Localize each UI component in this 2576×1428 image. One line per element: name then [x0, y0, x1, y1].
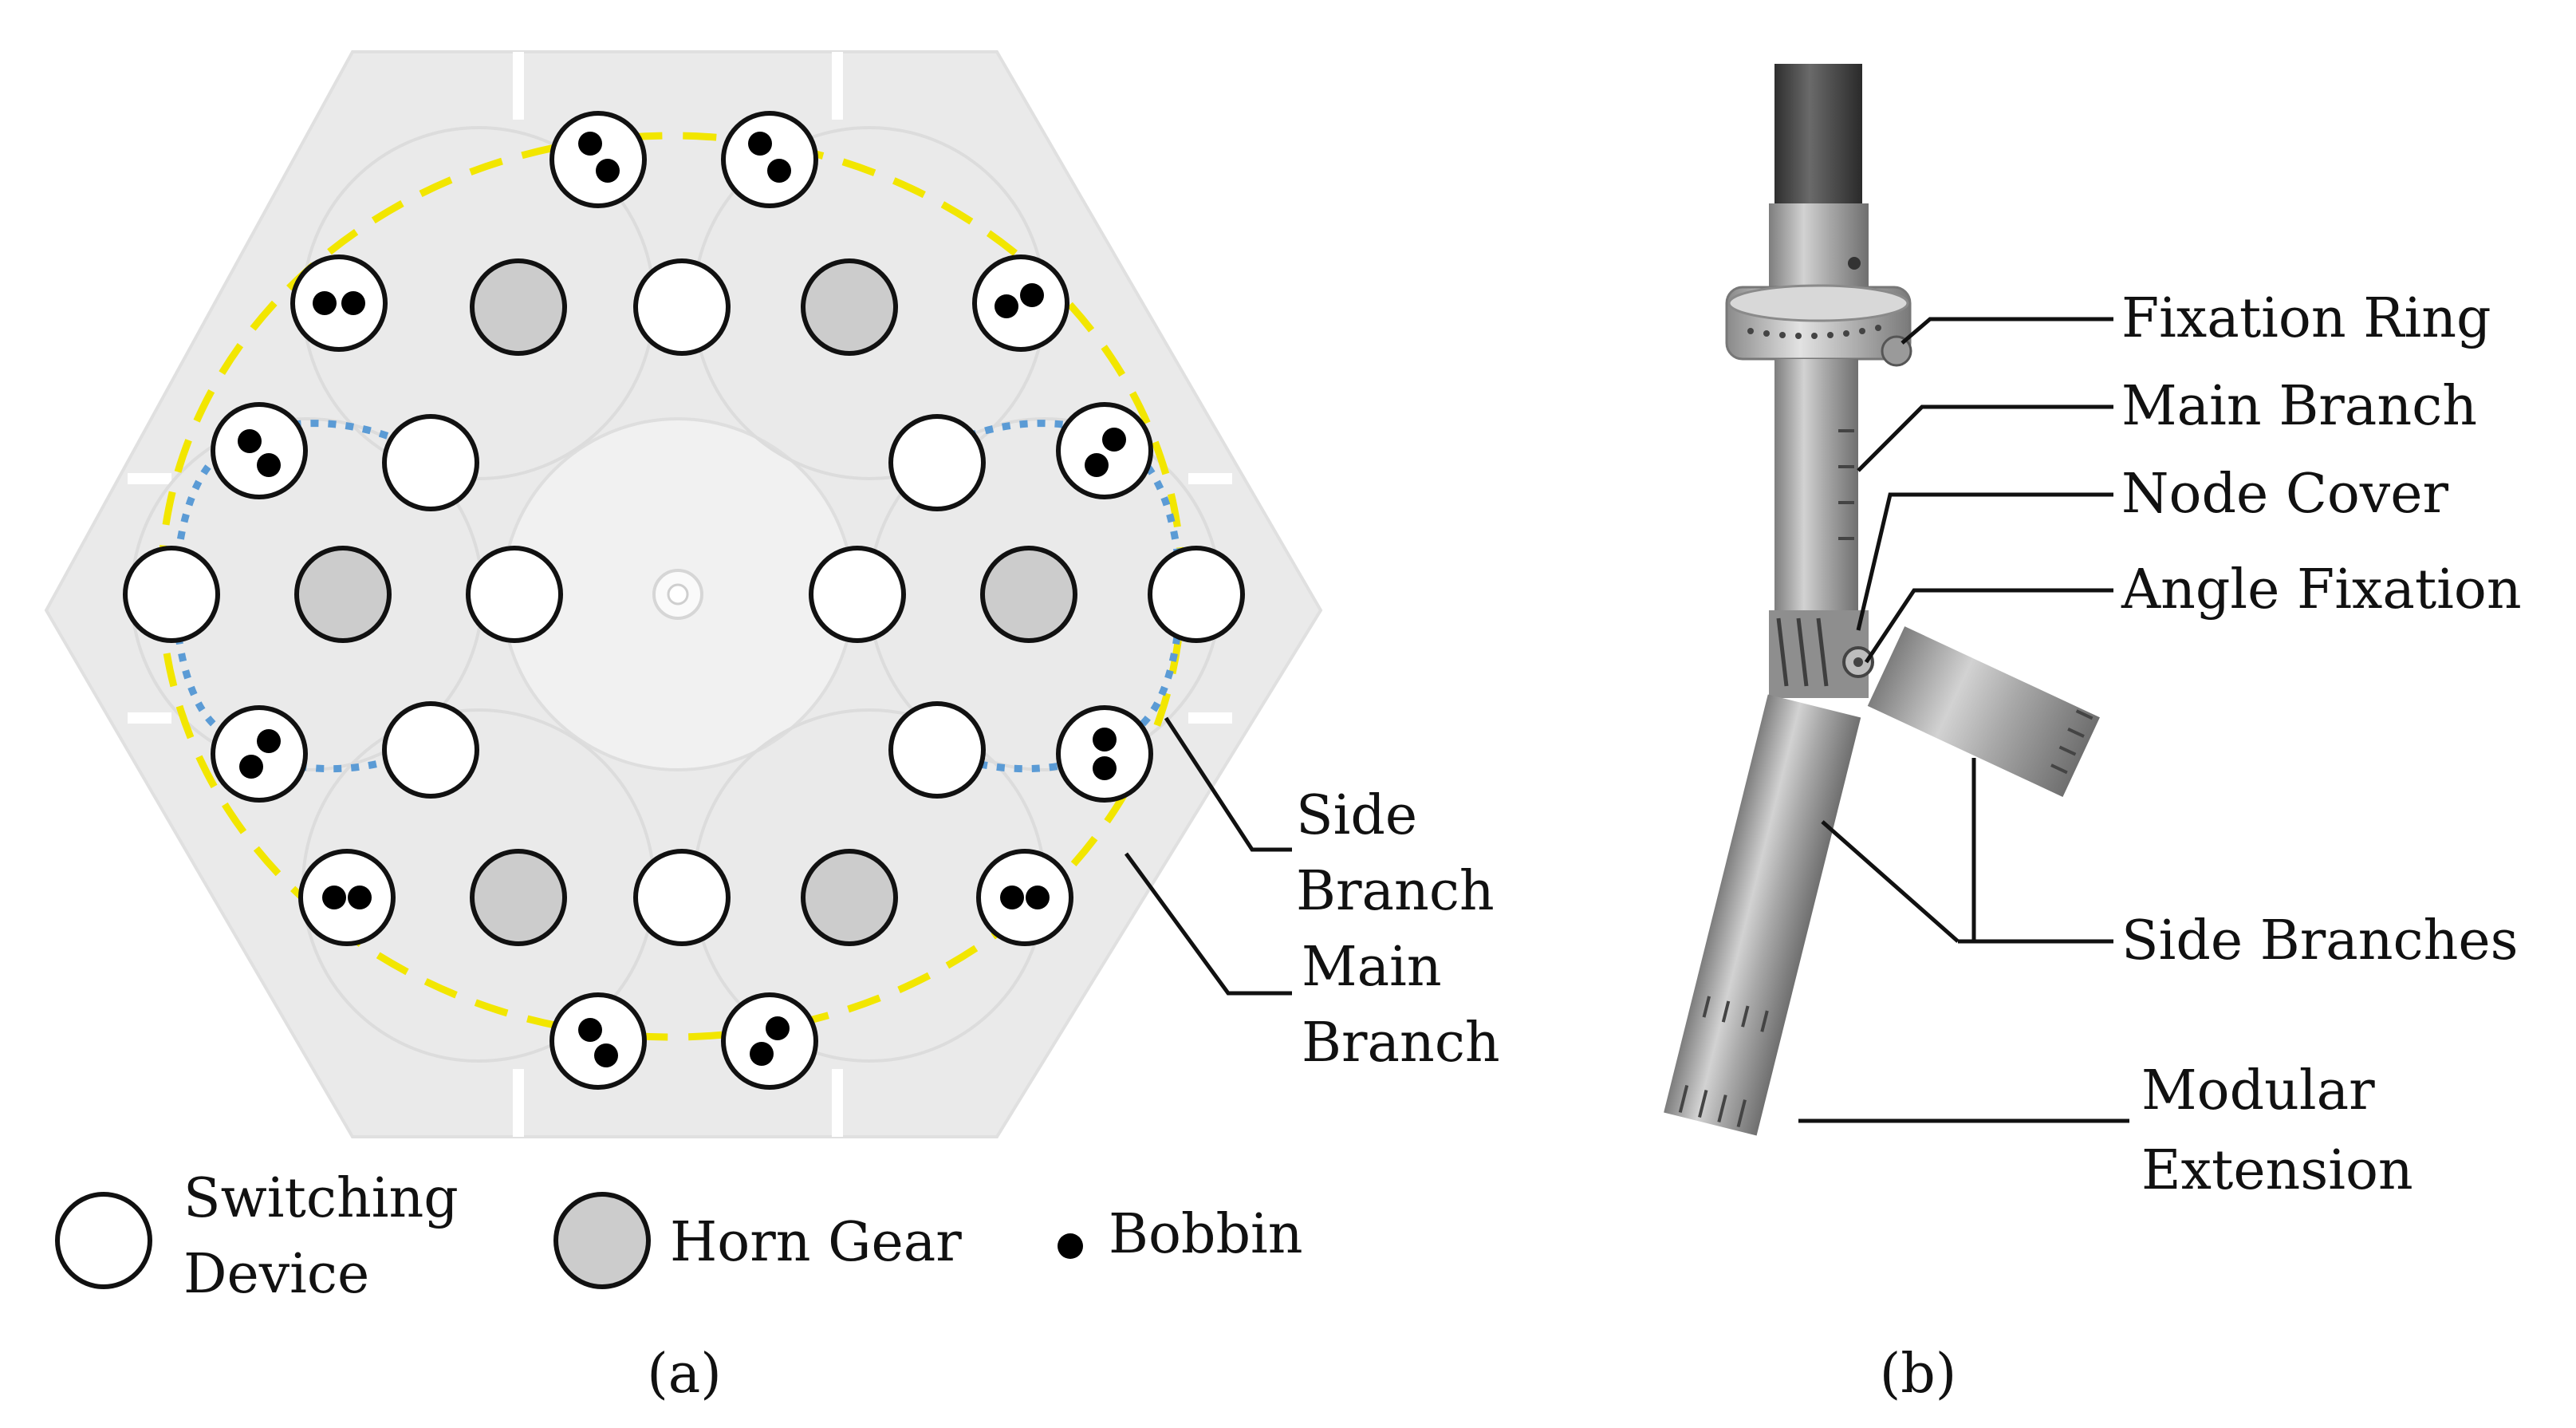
bobbin — [257, 729, 281, 753]
switching-device — [809, 546, 906, 643]
bobbin — [238, 429, 262, 453]
switching-device — [633, 849, 731, 946]
carrier-with-bobbins — [211, 705, 308, 803]
bobbin — [341, 291, 365, 315]
fixation-ring-leader — [1900, 317, 2113, 345]
legend-bobbin-label: Bobbin — [1109, 1203, 1303, 1266]
fixation-ring-top — [1727, 284, 1909, 322]
bobbin — [750, 1042, 774, 1066]
carrier-with-bobbins — [290, 254, 388, 352]
horn-gear — [470, 258, 567, 356]
node-cover-label: Node Cover — [2121, 463, 2448, 526]
carrier-with-bobbins — [549, 111, 647, 208]
collar-screw — [1848, 257, 1861, 270]
bobbin — [257, 453, 281, 477]
panel-b: Fixation Ring Main Branch Node Cover Ang… — [1664, 64, 2522, 1406]
bobbin — [766, 1016, 790, 1040]
horn-gear — [801, 258, 898, 356]
bobbin — [578, 132, 602, 156]
carrier-with-bobbins — [1056, 402, 1153, 499]
carrier-with-bobbins — [972, 254, 1069, 352]
legend-switching-device-label-line2: Device — [183, 1243, 369, 1306]
carrier-with-bobbins — [1056, 705, 1153, 803]
side-branches-label: Side Branches — [2121, 909, 2519, 972]
horn-gear — [980, 546, 1077, 643]
main-branch-leader — [1124, 852, 1292, 996]
carrier-with-bobbins — [298, 849, 396, 946]
bobbin — [748, 132, 772, 156]
bobbin — [1026, 886, 1050, 909]
node-cover-fins — [1776, 617, 1829, 687]
panel-b-caption: (b) — [1880, 1343, 1957, 1406]
carrier-with-bobbins — [721, 992, 818, 1090]
legend-switching-device-label-line1: Switching — [183, 1167, 459, 1230]
side-branch-right — [1867, 626, 2100, 797]
switching-device — [888, 701, 986, 799]
bobbin — [1000, 886, 1024, 909]
switching-devices — [123, 258, 1245, 946]
main-branch-label-line1: Main — [1302, 936, 1442, 999]
bobbin — [1102, 428, 1126, 452]
carrier-with-bobbins — [211, 402, 308, 499]
bobbin — [767, 159, 791, 183]
panel-b-leaders — [1798, 317, 2129, 1123]
main-branch-label-line2: Branch — [1302, 1012, 1500, 1075]
angle-fixation-leader — [1864, 588, 2113, 664]
panel-a-caption: (a) — [647, 1343, 722, 1406]
switching-device — [633, 258, 731, 356]
bobbin — [578, 1018, 602, 1042]
side-branches-leader-left — [1821, 820, 1960, 943]
switching-device — [888, 414, 986, 511]
bobbin — [1093, 728, 1117, 751]
plate-seams — [128, 52, 1232, 1137]
bobbin — [313, 291, 337, 315]
main-branch-collar — [1769, 203, 1869, 291]
carrier-with-bobbins — [549, 992, 647, 1090]
bobbin — [239, 755, 263, 779]
legend: Switching Device Horn Gear Bobbin — [55, 1167, 1303, 1306]
horn-gear — [470, 849, 567, 946]
legend-horn-gear-label: Horn Gear — [670, 1211, 962, 1274]
bobbin — [1085, 453, 1109, 477]
side-branch-label-line1: Side — [1296, 784, 1417, 847]
legend-bobbin-symbol — [1058, 1233, 1083, 1259]
main-branch-label-b: Main Branch — [2121, 375, 2477, 438]
bobbin-carriers — [211, 111, 1153, 1090]
bobbin — [322, 886, 346, 909]
angle-fixation-screw-center — [1853, 657, 1863, 667]
main-branch-tube — [1774, 359, 1858, 614]
legend-switching-device-symbol — [55, 1192, 152, 1289]
node-cover-leader — [1856, 492, 2113, 631]
main-branch-slots — [1838, 429, 1854, 540]
horn-gear — [294, 546, 392, 643]
switching-device — [466, 546, 563, 643]
switching-device — [1148, 546, 1245, 643]
modular-extension-label-line2: Extension — [2141, 1139, 2413, 1202]
fixation-ring-label: Fixation Ring — [2121, 287, 2491, 350]
fixation-ring-holes — [1747, 325, 1881, 339]
switching-device — [123, 546, 220, 643]
bobbin — [1020, 283, 1044, 307]
bobbin — [995, 294, 1018, 318]
bobbin — [348, 886, 372, 909]
carrier-with-bobbins — [721, 111, 818, 208]
modular-extension-label-line1: Modular — [2141, 1059, 2375, 1122]
horn-gears — [294, 258, 1077, 946]
angle-fixation-label: Angle Fixation — [2121, 558, 2522, 621]
bobbin — [594, 1043, 618, 1067]
side-branch-leader — [1164, 716, 1292, 852]
panel-a: Side Branch Main Branch Switching Device… — [44, 50, 1500, 1406]
main-branch-leader-b — [1857, 404, 2113, 472]
switching-device — [382, 701, 479, 799]
carrier-with-bobbins — [976, 849, 1073, 946]
horn-gear — [801, 849, 898, 946]
switching-device — [382, 414, 479, 511]
bobbin — [596, 159, 620, 183]
side-branch-left — [1664, 694, 1861, 1136]
bobbin — [1093, 756, 1117, 780]
side-branch-label-line2: Branch — [1296, 860, 1495, 923]
center-pivot-inner — [667, 583, 689, 606]
legend-horn-gear-symbol — [553, 1192, 651, 1289]
